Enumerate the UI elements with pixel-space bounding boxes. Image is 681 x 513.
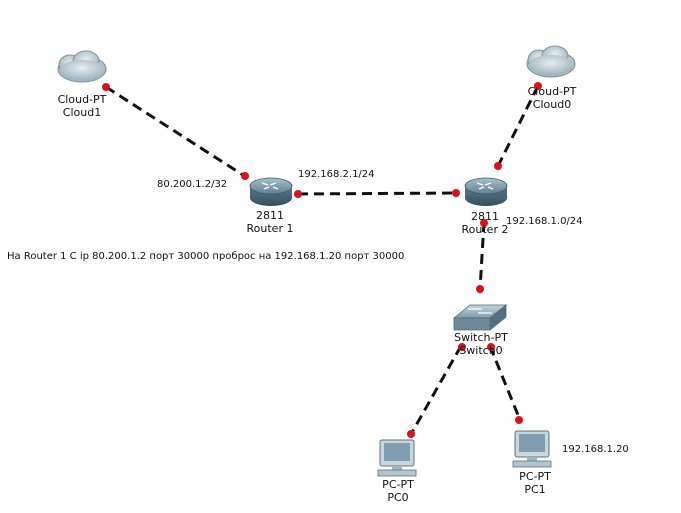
router2-caption: 2811 Router 2 — [462, 210, 509, 236]
port-dot — [487, 343, 495, 351]
link-switch0-pc1[interactable] — [488, 345, 522, 421]
switch0-name: Switch0 — [459, 344, 503, 357]
port-dot — [480, 219, 488, 227]
port-dot — [515, 416, 523, 424]
router2-name: Router 2 — [461, 223, 509, 236]
port-dot — [452, 189, 460, 197]
router1-name: Router 1 — [246, 222, 294, 235]
router1-caption: 2811 Router 1 — [247, 209, 294, 235]
pc1-device[interactable] — [512, 430, 552, 468]
cloud-icon — [526, 45, 576, 78]
link-cloud1-router1[interactable] — [105, 85, 247, 179]
link-router2-switch0[interactable] — [478, 221, 486, 291]
switch0-caption: Switch-PT Switch0 — [454, 331, 508, 357]
pc1-caption: PC-PT PC1 — [519, 470, 551, 496]
pc0-model: PC-PT — [382, 478, 414, 491]
links — [105, 85, 540, 437]
port-dot — [102, 83, 110, 91]
cloud1-device[interactable] — [57, 50, 107, 83]
link-r1-r2-ip-label: 192.168.2.1/24 — [298, 169, 375, 180]
cloud0-caption: Cloud-PT Cloud0 — [528, 85, 577, 111]
switch0-device[interactable] — [452, 304, 508, 331]
link-switch0-pc0[interactable] — [408, 345, 463, 437]
pc-icon — [377, 439, 417, 477]
cloud1-model: Cloud-PT — [57, 93, 107, 106]
pc0-device[interactable] — [377, 439, 417, 477]
pc1-ip-label: 192.168.1.20 — [562, 444, 629, 455]
router2-device[interactable] — [464, 177, 508, 206]
switch0-model: Switch-PT — [454, 331, 508, 344]
cloud0-device[interactable] — [526, 45, 576, 78]
cloud-icon — [57, 50, 107, 83]
router1-ext-ip-label: 80.200.1.2/32 — [157, 179, 228, 190]
cloud0-name: Cloud0 — [532, 98, 572, 111]
port-dot — [458, 343, 466, 351]
cloud1-name: Cloud1 — [62, 106, 102, 119]
port-dots — [102, 82, 542, 438]
pc-icon — [512, 430, 552, 468]
pc1-model: PC-PT — [519, 470, 551, 483]
link-router1-router2[interactable] — [297, 191, 457, 196]
cloud1-caption: Cloud-PT Cloud1 — [58, 93, 107, 119]
pc1-name: PC1 — [524, 483, 546, 496]
switch-icon — [452, 304, 508, 331]
port-dot — [407, 430, 415, 438]
router2-lan-ip-label: 192.168.1.0/24 — [506, 216, 583, 227]
router-icon — [249, 177, 293, 206]
port-dot — [241, 172, 249, 180]
router1-model: 2811 — [255, 209, 284, 222]
pc0-caption: PC-PT PC0 — [382, 478, 414, 504]
port-dot — [534, 82, 542, 90]
router1-device[interactable] — [249, 177, 293, 206]
router2-model: 2811 — [470, 210, 499, 223]
port-dot — [294, 190, 302, 198]
port-forward-note: На Router 1 С ip 80.200.1.2 порт 30000 п… — [7, 251, 405, 262]
router-icon — [464, 177, 508, 206]
cloud0-model: Cloud-PT — [527, 85, 577, 98]
port-dot — [476, 285, 484, 293]
port-dot — [494, 162, 502, 170]
pc0-name: PC0 — [387, 491, 409, 504]
